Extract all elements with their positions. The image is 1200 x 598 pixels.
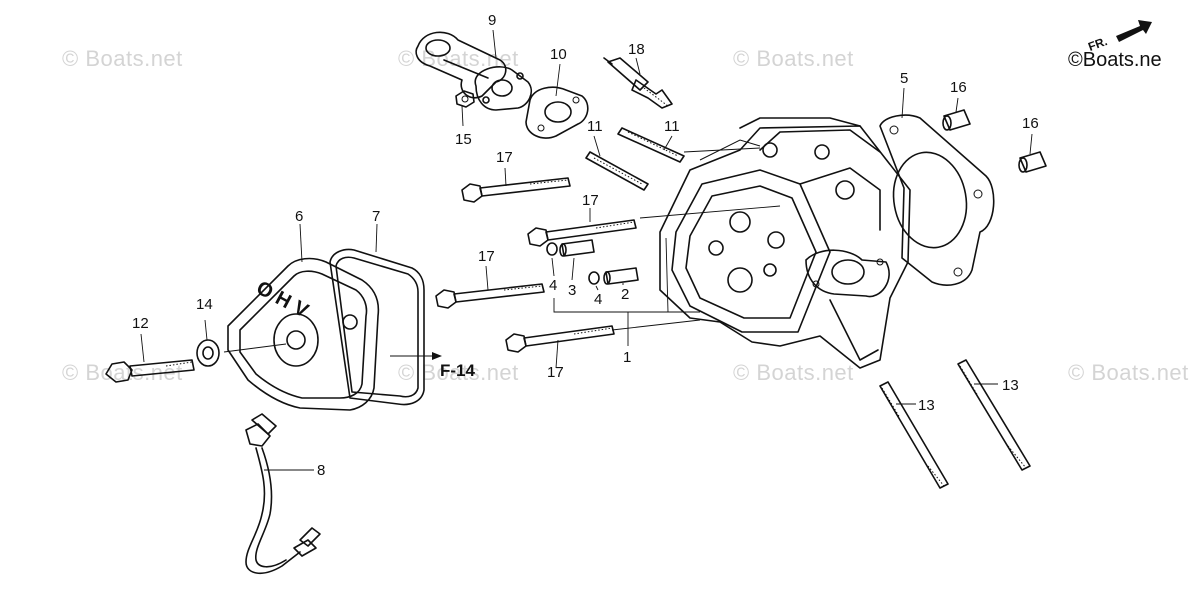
watermark: © Boats.net [733, 46, 854, 71]
part-13-studs [879, 359, 1031, 489]
callout-17: 17 [478, 248, 495, 265]
part-15-nut [455, 90, 475, 108]
part-12-bolt [105, 359, 195, 383]
watermark: © Boats.net [62, 46, 183, 71]
watermark: © Boats.net [1068, 360, 1189, 385]
callout-17: 17 [496, 149, 513, 166]
callout-8: 8 [317, 462, 326, 479]
callout-6: 6 [295, 208, 304, 225]
part-18-spark-plug [603, 57, 673, 109]
callout-11: 11 [587, 118, 603, 135]
part-11-studs [585, 127, 685, 191]
watermark: © Boats.net [733, 360, 854, 385]
callout-1: 1 [623, 349, 632, 366]
part-7-cover-gasket [329, 248, 425, 406]
part-17-bolts [435, 177, 637, 353]
part-9-intake-pipe [415, 31, 533, 111]
parts-2-3-4-dowels-washers [546, 239, 639, 285]
part-8-oil-sensor [245, 413, 321, 574]
brand-logo: ©Boats.ne [1068, 49, 1162, 71]
callout-4: 4 [594, 291, 603, 308]
callout-5: 5 [900, 70, 909, 87]
front-direction-arrow [1116, 20, 1152, 42]
callout-16: 16 [1022, 115, 1039, 132]
callout-16: 16 [950, 79, 967, 96]
callout-4: 4 [549, 277, 558, 294]
callout-13: 13 [918, 397, 935, 414]
callout-13: 13 [1002, 377, 1019, 394]
callout-15: 15 [455, 131, 472, 148]
callout-14: 14 [196, 296, 213, 313]
reference-label: F-14 [440, 361, 475, 380]
callout-7: 7 [372, 208, 381, 225]
part-5-head-gasket [879, 114, 995, 286]
part-6-head-cover [227, 257, 380, 411]
callout-2: 2 [621, 286, 630, 303]
callout-17: 17 [547, 364, 564, 381]
callout-18: 18 [628, 41, 645, 58]
callout-12: 12 [132, 315, 149, 332]
leader-lines [140, 29, 1033, 471]
f14-reference-arrow [390, 352, 442, 360]
part-1-cylinder-head [659, 117, 911, 369]
part-10-gasket [525, 86, 589, 139]
callout-9: 9 [488, 12, 497, 29]
callout-11: 11 [664, 118, 680, 135]
callout-17: 17 [582, 192, 599, 209]
part-16-dowels [942, 109, 1047, 173]
part-14-washer [196, 339, 220, 367]
callout-3: 3 [568, 282, 577, 299]
callout-10: 10 [550, 46, 567, 63]
